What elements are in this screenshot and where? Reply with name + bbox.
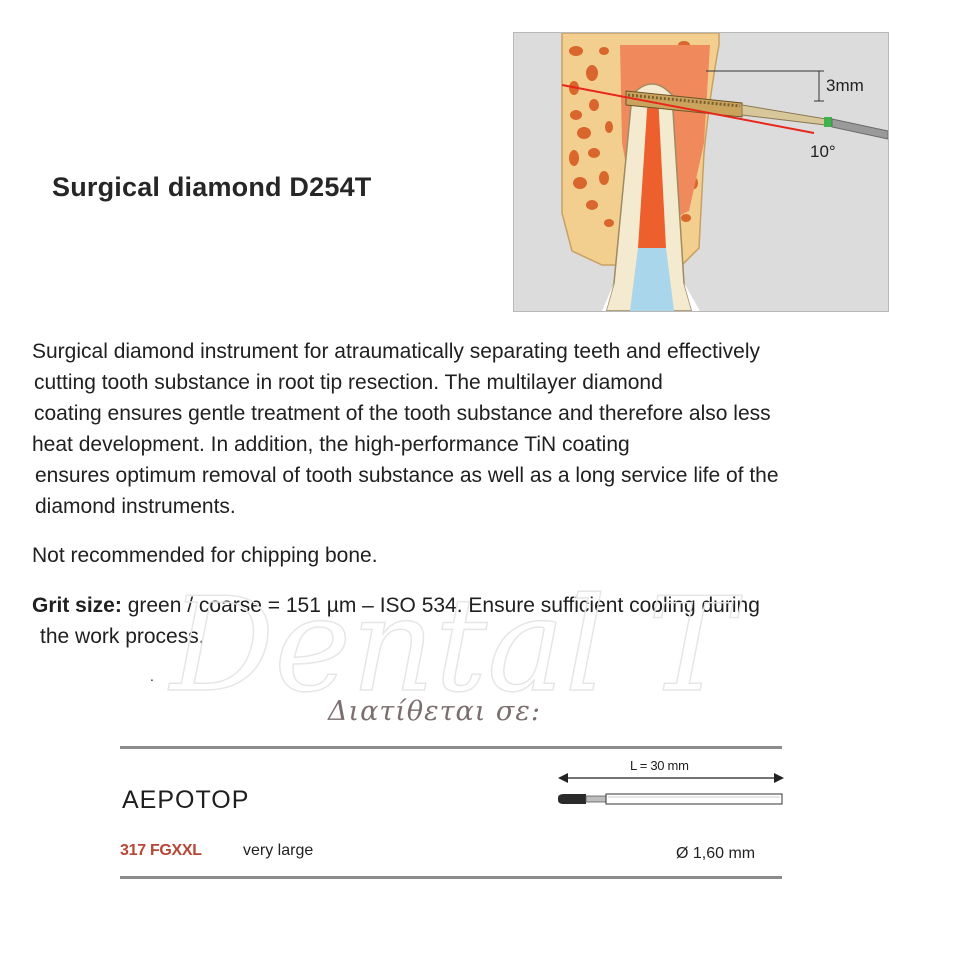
description-line: coating ensures gentle treatment of the …: [34, 402, 771, 425]
page-title: Surgical diamond D254T: [52, 172, 372, 202]
depth-label: 3mm: [826, 76, 864, 95]
root-filling: [630, 248, 674, 311]
product-code: 317 FGXXL: [120, 842, 202, 859]
diamond-instrument: [625, 90, 888, 140]
grit-size-text-continued: the work process.: [40, 625, 205, 648]
description-line: diamond instruments.: [35, 495, 236, 518]
product-size: very large: [243, 842, 314, 859]
cut-line: [561, 84, 815, 134]
angle-label: 10°: [810, 142, 836, 161]
grit-size-paragraph: Grit size: green / coarse = 151 µm – ISO…: [32, 590, 760, 652]
length-label: L = 30 mm: [630, 758, 689, 773]
product-diameter: Ø 1,60 mm: [676, 845, 756, 862]
grit-size-text: green / coarse = 151 µm – ISO 534. Ensur…: [127, 594, 760, 617]
root-canal: [638, 95, 666, 248]
description-line: Surgical diamond instrument for atraumat…: [32, 340, 760, 363]
bone-note: Not recommended for chipping bone.: [32, 544, 378, 567]
table-top-rule: [120, 746, 782, 749]
description-line: heat development. In addition, the high-…: [32, 433, 630, 456]
description-paragraph: Surgical diamond instrument for atraumat…: [32, 336, 779, 522]
tooth-bone-diagram: 3mm 10°: [561, 33, 888, 311]
description-line: cutting tooth substance in root tip rese…: [34, 371, 663, 394]
stray-dot: .: [150, 668, 154, 684]
description-line: ensures optimum removal of tooth substan…: [35, 464, 779, 487]
product-type-name: ΑΕΡΟΤΟΡ: [122, 786, 250, 814]
bone-spots: [569, 41, 705, 227]
available-heading: Διατίθεται σε:: [328, 696, 541, 727]
root-resection-illustration: 3mm 10°: [513, 32, 889, 312]
bur-instrument-drawing: [558, 773, 784, 805]
grit-size-label: Grit size:: [32, 594, 122, 617]
table-bottom-rule: [120, 876, 782, 879]
